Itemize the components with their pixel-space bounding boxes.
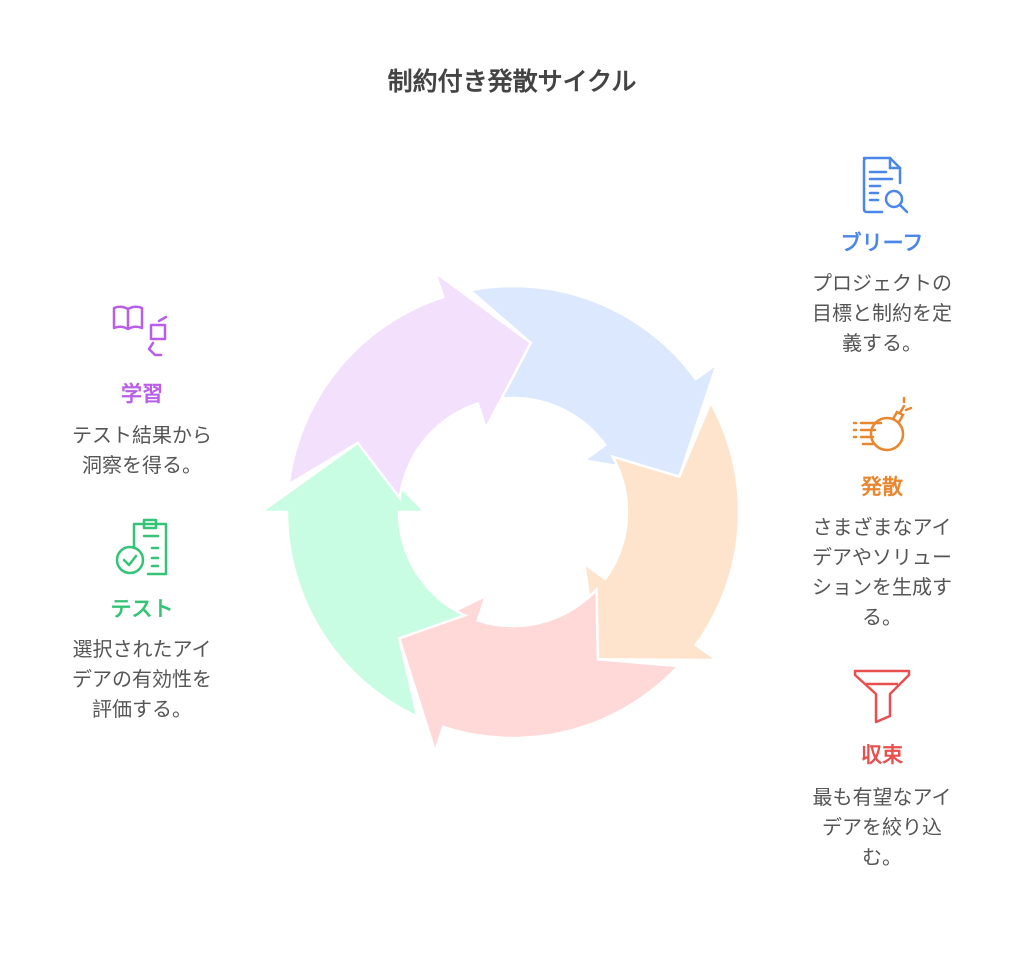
step-label: テスト <box>110 597 174 621</box>
desc-line: デアを絞り込 <box>822 815 942 839</box>
step-diverge: 発散 さまざまなアイ デアやソリュー ションを生成す る。 <box>787 396 977 629</box>
step-description: テスト結果から 洞察を得る。 <box>47 420 237 480</box>
step-converge: 収束 最も有望なアイ デアを絞り込 む。 <box>787 666 977 869</box>
step-label: 収束 <box>861 743 903 767</box>
desc-line: 最も有望なアイ <box>812 785 952 809</box>
desc-line: デアやソリュー <box>812 545 952 569</box>
funnel-icon <box>853 669 911 724</box>
step-description: 選択されたアイ デアの有効性を 評価する。 <box>47 634 237 724</box>
step-test: テスト 選択されたアイ デアの有効性を 評価する。 <box>47 518 237 721</box>
step-brief: ブリーフ プロジェクトの 目標と制約を定 義する。 <box>787 155 977 355</box>
desc-line: 洞察を得る。 <box>82 453 202 477</box>
desc-line: プロジェクトの <box>812 271 952 295</box>
desc-line: 評価する。 <box>92 697 192 721</box>
arrow-learn <box>287 268 533 502</box>
step-description: 最も有望なアイ デアを絞り込 む。 <box>787 782 977 872</box>
bomb-icon <box>852 396 913 452</box>
step-label: 発散 <box>861 475 903 499</box>
desc-line: ションを生成す <box>812 575 952 599</box>
desc-line: 選択されたアイ <box>72 637 212 661</box>
document-search-icon <box>862 156 909 214</box>
book-speech-icon <box>112 305 168 357</box>
desc-line: デアの有効性を <box>72 667 212 691</box>
step-label: 学習 <box>121 382 163 406</box>
desc-line: さまざまなアイ <box>812 515 952 539</box>
desc-line: テスト結果から <box>72 423 212 447</box>
step-label: ブリーフ <box>840 231 924 255</box>
desc-line: 義する。 <box>842 331 922 355</box>
step-description: プロジェクトの 目標と制約を定 義する。 <box>787 268 977 358</box>
desc-line: る。 <box>862 605 902 629</box>
clipboard-check-icon <box>115 518 168 576</box>
diagram-title: 制約付き発散サイクル <box>387 67 637 96</box>
desc-line: む。 <box>862 845 902 869</box>
step-learn: 学習 テスト結果から 洞察を得る。 <box>47 303 237 477</box>
desc-line: 目標と制約を定 <box>812 301 952 325</box>
step-description: さまざまなアイ デアやソリュー ションを生成す る。 <box>787 512 977 632</box>
